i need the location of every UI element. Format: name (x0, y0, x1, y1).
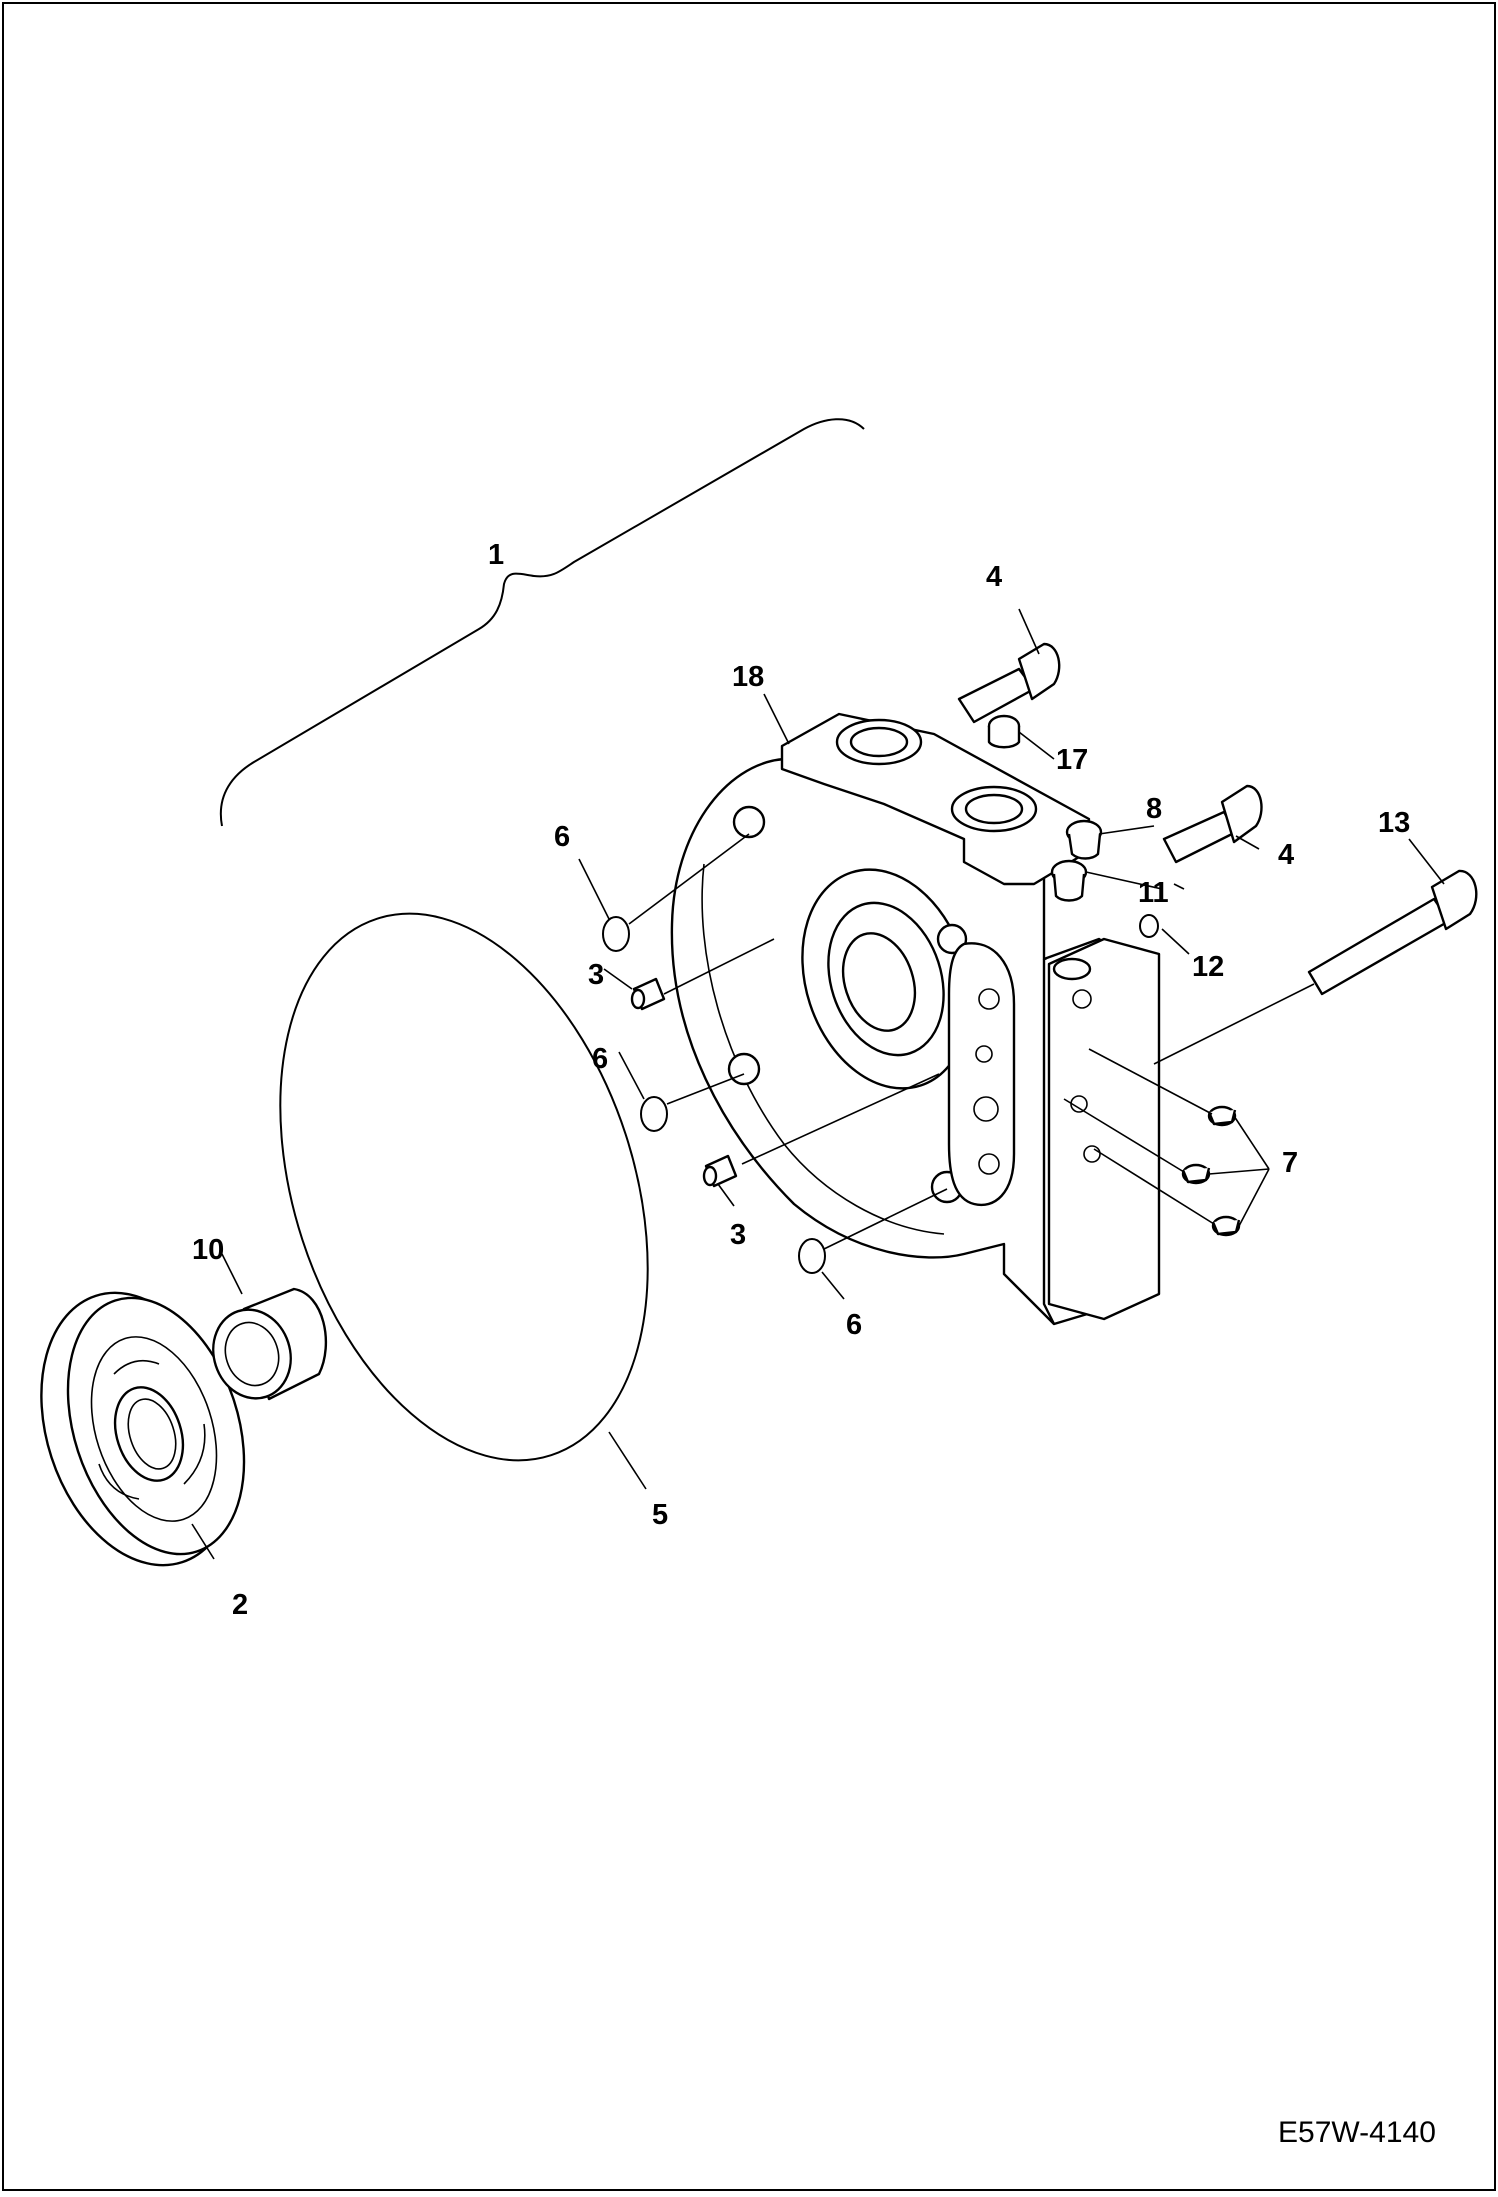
callout-1: 1 (488, 539, 504, 571)
callout-6-bottom: 6 (846, 1309, 862, 1341)
callout-7: 7 (1282, 1147, 1298, 1179)
callout-11: 11 (1138, 877, 1169, 909)
set-screw (1211, 1215, 1241, 1237)
socket-bolt-top (957, 642, 1061, 724)
plug-8 (1065, 819, 1103, 860)
callout-18: 18 (732, 661, 764, 693)
dowel-pin (702, 1154, 738, 1188)
small-o-ring (640, 1096, 668, 1132)
callout-5: 5 (652, 1499, 668, 1531)
housing-o-ring (279, 912, 649, 1462)
callout-8: 8 (1146, 793, 1162, 825)
valve-plate (40, 1291, 246, 1567)
callout-6-mid: 6 (592, 1043, 608, 1075)
plug-11 (1050, 859, 1088, 902)
callout-4-top: 4 (986, 561, 1002, 593)
exploded-parts-diagram: 1 2 3 3 4 4 5 6 6 6 7 8 10 11 12 13 17 1… (40, 418, 1478, 2149)
small-o-ring (1139, 914, 1159, 938)
callout-4-right: 4 (1278, 839, 1294, 871)
callout-10: 10 (192, 1234, 224, 1266)
long-socket-bolt (1307, 869, 1478, 996)
set-screw (1207, 1105, 1237, 1127)
side-block (1047, 937, 1161, 1321)
small-o-ring (602, 916, 630, 952)
callout-3-lower: 3 (730, 1219, 746, 1251)
set-screw (1181, 1163, 1211, 1185)
port-block (780, 712, 1091, 886)
socket-bolt-right (1162, 784, 1263, 864)
group-bracket (219, 418, 865, 827)
callout-12: 12 (1192, 951, 1224, 983)
callout-6-top: 6 (554, 821, 570, 853)
leader-lines (191, 608, 1445, 1560)
plug-17 (987, 714, 1021, 749)
callout-17: 17 (1056, 744, 1088, 776)
callout-13: 13 (1378, 807, 1410, 839)
dowel-pin (630, 977, 666, 1011)
callout-2: 2 (232, 1589, 248, 1621)
needle-bearing (212, 1287, 327, 1401)
small-o-ring (798, 1238, 826, 1274)
callout-3-upper: 3 (588, 959, 604, 991)
drawing-code: E57W-4140 (1278, 2116, 1436, 2149)
housing (670, 737, 1156, 1326)
